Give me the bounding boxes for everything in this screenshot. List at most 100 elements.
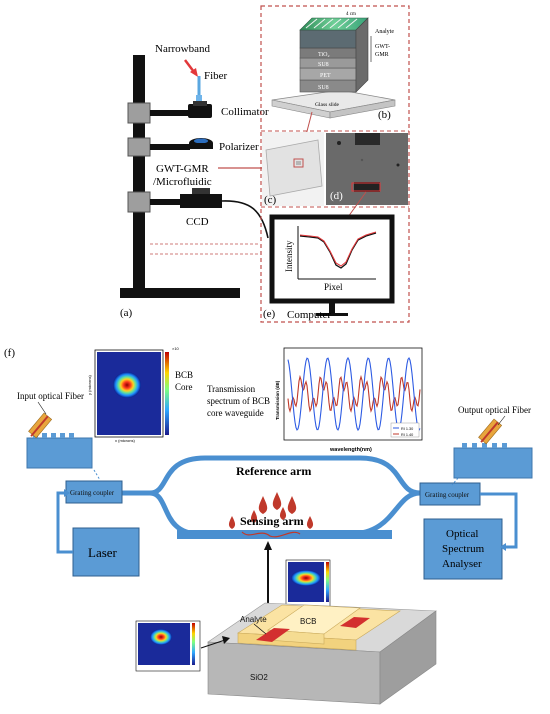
detail-frame — [260, 5, 410, 323]
spectrum-fit — [299, 231, 377, 267]
input-grating-tooth — [60, 433, 65, 438]
droplet — [272, 492, 282, 510]
laser-link — [56, 491, 73, 554]
output-grating-tooth — [462, 443, 467, 448]
substrate-side — [379, 610, 437, 705]
mode-ylabel: y (microns) — [87, 375, 92, 395]
grating-line — [345, 18, 358, 29]
micro-dot — [337, 141, 341, 145]
grating-line — [321, 18, 334, 29]
arm-3 — [150, 199, 180, 205]
substrate-front — [207, 641, 381, 705]
panel-d: (d) — [326, 133, 408, 218]
droplet — [279, 507, 287, 520]
link-dotted — [93, 469, 101, 481]
bcb-label: BCB — [300, 617, 316, 626]
bcb-core-label-1: BCB — [175, 370, 193, 380]
mode-plot-2 — [285, 559, 331, 609]
zoom-arrow-top — [264, 541, 272, 550]
input-fiber — [28, 412, 53, 439]
input-fiber-pointer — [37, 401, 47, 415]
clamp-3 — [127, 191, 151, 213]
colorbar-unit: ×10 — [172, 346, 180, 351]
arm-2 — [150, 144, 190, 150]
droplet — [287, 496, 297, 514]
chip-window — [293, 158, 304, 168]
micro-dark-top — [355, 133, 380, 145]
osa-label-3: Analyser — [442, 558, 482, 570]
analyte-strip-left — [256, 628, 290, 642]
narrowband-arrow — [184, 59, 195, 73]
sensing-bump — [241, 531, 301, 538]
chip — [265, 139, 323, 197]
polarizer-label: Polarizer — [219, 141, 259, 153]
grating-line — [313, 18, 326, 29]
collimator-top — [193, 101, 207, 106]
label-e: (e) — [263, 308, 276, 320]
chip-spot — [296, 161, 301, 165]
fiber-label: Fiber — [204, 70, 228, 82]
panel-c: (c) — [262, 132, 324, 206]
polarizer-body — [189, 143, 213, 149]
reference-arm-path — [149, 455, 421, 496]
legend-label-1: RI 1.30 — [401, 427, 413, 431]
mode-colorbar — [165, 352, 169, 435]
label-d: (d) — [330, 190, 343, 202]
layer-label-su8-bottom: SU8 — [318, 85, 329, 91]
grating-coupler-right-label: Grating coupler — [425, 491, 470, 499]
mode3-pointer-head — [222, 636, 230, 644]
stand-base — [120, 288, 240, 298]
panel-f: (f) y (microns) x (microns) ×10 BCB Core… — [4, 346, 533, 705]
mode3-pointer — [200, 639, 226, 649]
output-grating-tooth — [482, 443, 487, 448]
stand-pole — [133, 55, 145, 295]
output-chip — [453, 447, 533, 479]
mode3-spot — [150, 629, 172, 645]
output-fiber-pointer — [497, 415, 506, 426]
panel-a: Narrowband Fiber Collimator Polarizer GW… — [120, 5, 410, 323]
mode2-spot — [291, 570, 321, 586]
micro-pointer — [347, 191, 367, 218]
mode-profile-plot: y (microns) x (microns) ×10 BCB Core — [87, 346, 193, 443]
grating-line — [337, 18, 350, 29]
mode-xlabel: x (microns) — [115, 438, 135, 443]
droplets — [228, 492, 314, 529]
osa-link — [480, 492, 518, 549]
ccd-lens — [192, 188, 210, 194]
input-grating-tooth — [51, 433, 56, 438]
droplet — [258, 496, 268, 514]
input-fiber-label: Input optical Fiber — [17, 391, 84, 401]
input-grating-tooth — [42, 433, 47, 438]
bcb-core-label-2: Core — [175, 382, 193, 392]
output-fiber — [478, 418, 503, 445]
plot-area — [296, 225, 378, 281]
spectrum-trace — [299, 232, 377, 269]
output-fiber-label: Output optical Fiber — [458, 405, 531, 415]
reference-arm-label: Reference arm — [236, 464, 311, 478]
analyte-pointer — [253, 623, 267, 635]
ccd-camera — [180, 194, 222, 208]
stack-gmr: GMR — [375, 52, 389, 58]
spectrum-ylabel: Transmission (dB) — [275, 380, 280, 420]
layer-side — [355, 17, 369, 93]
sensing-arm-label: Sensing arm — [240, 514, 304, 528]
label-c: (c) — [264, 194, 277, 206]
fiber-core — [30, 415, 49, 437]
trans-label-3: core waveguide — [207, 408, 264, 418]
analyte-label: Analyte — [240, 615, 267, 624]
osa-label-1: Optical — [446, 528, 478, 540]
waveguide-3d: Analyte BCB SiO2 — [207, 602, 437, 705]
monitor-foot — [316, 313, 348, 316]
polarizer-ring — [194, 138, 208, 144]
plot-ylabel: Intensity — [284, 240, 294, 272]
spectrum-xlabel: wavelength(nm) — [329, 447, 372, 453]
grating-line — [329, 18, 342, 29]
label-b: (b) — [378, 109, 391, 121]
collimator — [188, 104, 212, 118]
micro-dark-bottom — [354, 182, 380, 192]
label-f: (f) — [4, 347, 15, 359]
trans-label-1: Transmission — [207, 384, 256, 394]
narrowband-arrowhead — [190, 68, 198, 77]
panel-e: Intensity Pixel Computer (e) — [263, 214, 395, 321]
micro-dot — [396, 163, 400, 167]
